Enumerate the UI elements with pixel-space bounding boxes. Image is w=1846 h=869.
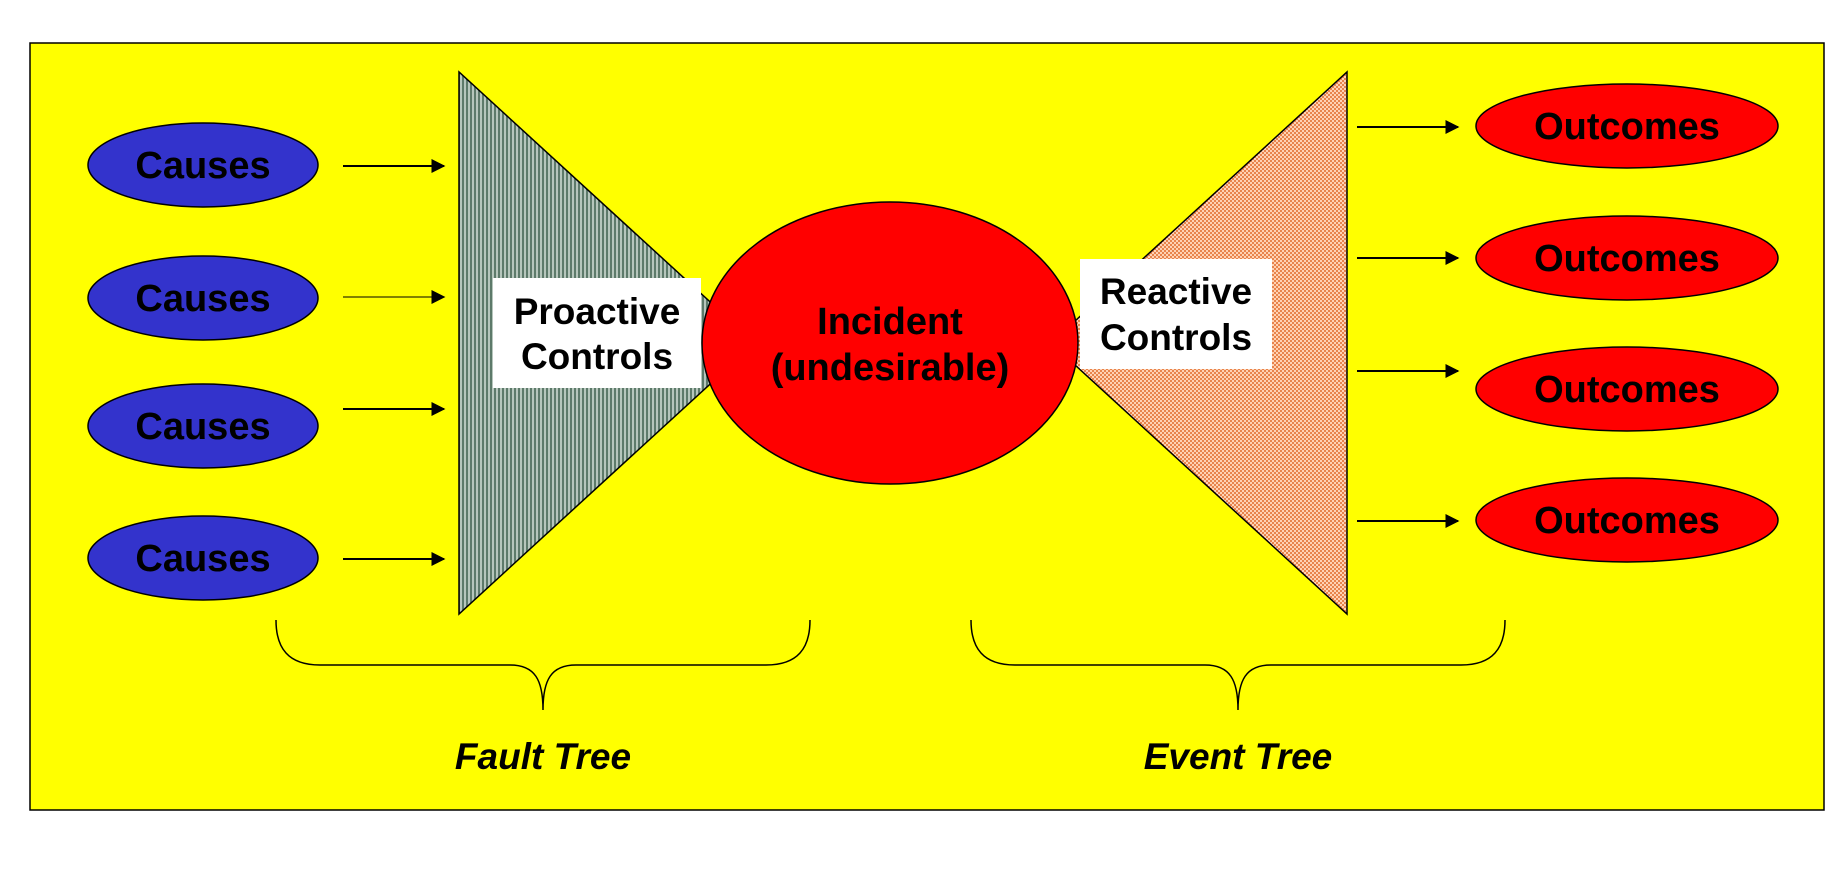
cause-label: Causes bbox=[135, 145, 270, 187]
cause-node: Causes bbox=[87, 383, 319, 469]
incident-ellipse bbox=[701, 201, 1079, 485]
outcome-node: Outcomes bbox=[1475, 346, 1779, 432]
cause-label: Causes bbox=[135, 538, 270, 580]
outcome-label: Outcomes bbox=[1534, 106, 1720, 148]
cause-label: Causes bbox=[135, 278, 270, 320]
incident-label-line1: Incident bbox=[817, 301, 963, 343]
proactive-controls-label-line1: Proactive bbox=[514, 291, 681, 332]
outcome-label: Outcomes bbox=[1534, 369, 1720, 411]
event-tree-label: Event Tree bbox=[1144, 736, 1333, 777]
fault-tree-label: Fault Tree bbox=[455, 736, 631, 777]
outcome-label: Outcomes bbox=[1534, 500, 1720, 542]
reactive-controls-label-line2: Controls bbox=[1100, 317, 1252, 358]
outcome-node: Outcomes bbox=[1475, 215, 1779, 301]
cause-node: Causes bbox=[87, 122, 319, 208]
proactive-controls-label-line2: Controls bbox=[521, 336, 673, 377]
outcome-node: Outcomes bbox=[1475, 83, 1779, 169]
reactive-controls-box bbox=[1080, 259, 1272, 369]
reactive-controls-label-line1: Reactive bbox=[1100, 271, 1252, 312]
cause-label: Causes bbox=[135, 406, 270, 448]
event-tree-brace bbox=[970, 619, 1506, 711]
proactive-controls-box bbox=[493, 278, 701, 388]
cause-node: Causes bbox=[87, 255, 319, 341]
fault-tree-brace bbox=[275, 619, 811, 711]
outcome-node: Outcomes bbox=[1475, 477, 1779, 563]
incident-label-line2: (undesirable) bbox=[771, 347, 1010, 389]
outcome-label: Outcomes bbox=[1534, 238, 1720, 280]
cause-node: Causes bbox=[87, 515, 319, 601]
